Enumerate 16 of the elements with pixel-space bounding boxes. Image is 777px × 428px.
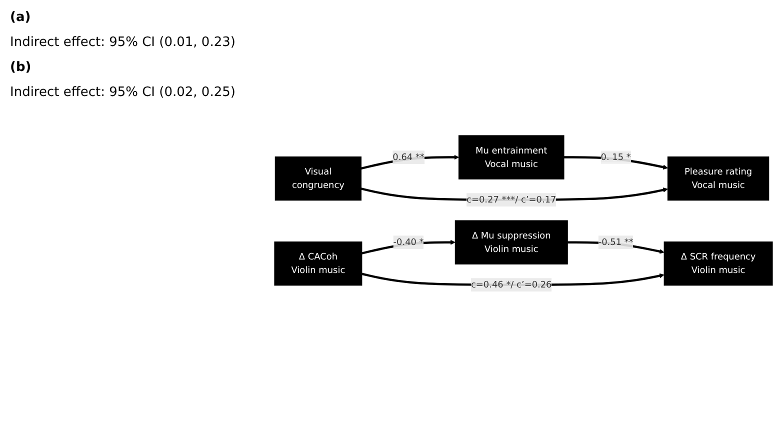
node-box: Mu entrainment Vocal music — [458, 136, 564, 180]
edge-label: -0.40 * — [393, 237, 424, 248]
edge-label: 0. 15 * — [600, 152, 631, 163]
edge-label: c=0.27 ***/ c’=0.17 — [466, 194, 556, 206]
node-box: Visual congruency — [274, 156, 362, 202]
indirect-effect-note: Indirect effect: 95% CI (0.01, 0.23) — [10, 35, 236, 50]
panel-label: (b) — [10, 60, 32, 75]
node-box: Δ CACoh Violin music — [274, 242, 362, 286]
node-box: Pleasure rating Vocal music — [667, 156, 770, 202]
node-box: Δ SCR frequency Violin music — [664, 242, 773, 286]
node-box: Δ Mu suppression Violin music — [454, 220, 568, 265]
edge-label: c=0.46 */ c’=0.26 — [471, 280, 552, 290]
indirect-effect-note: Indirect effect: 95% CI (0.02, 0.25) — [10, 85, 236, 100]
edge-label: -0.51 ** — [598, 237, 634, 248]
edge-label: 0.64 ** — [392, 152, 424, 163]
panel-label: (a) — [10, 10, 32, 25]
